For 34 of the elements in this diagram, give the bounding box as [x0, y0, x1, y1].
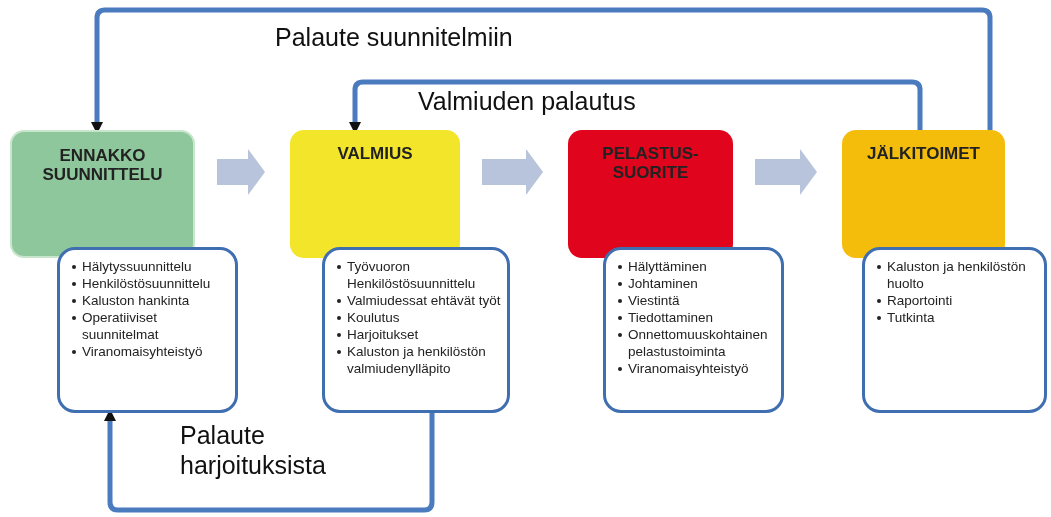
- phase-title: VALMIUS: [337, 144, 413, 163]
- list-item: Operatiiviset suunnitelmat: [82, 310, 159, 342]
- phase-box: [290, 130, 460, 258]
- list-item: Viestintä: [628, 293, 680, 308]
- phase-title: PELASTUS- SUORITE: [601, 144, 700, 182]
- chevron-arrow: [217, 149, 265, 195]
- list-item: Hälyttäminen: [628, 259, 707, 274]
- list-item: Harjoitukset: [347, 327, 419, 342]
- list-item: Työvuoron Henkilöstösuunnittelu: [347, 259, 476, 291]
- list-item: Johtaminen: [628, 276, 698, 291]
- task-list-box: [603, 247, 784, 413]
- list-item: Henkilöstösuunnittelu: [82, 276, 211, 291]
- list-item: Valmiudessat ehtävät työt: [347, 293, 501, 308]
- list-item: Hälytyssuunnittelu: [82, 259, 192, 274]
- list-item: Kaluston ja henkilöstön valmiudenylläpito: [347, 344, 486, 376]
- phase-box: [842, 130, 1005, 258]
- list-item: Kaluston ja henkilöstön huolto: [887, 259, 1026, 291]
- list-item: Kaluston hankinta: [82, 293, 190, 308]
- list-item: Tiedottaminen: [628, 310, 714, 325]
- chevron-arrow: [755, 149, 817, 195]
- list-item: Koulutus: [347, 310, 400, 325]
- task-list-box: [57, 247, 238, 413]
- chevron-arrow: [482, 149, 543, 195]
- list-item: Viranomaisyhteistyö: [82, 344, 203, 359]
- phase-title: ENNAKKO SUUNNITTELU: [41, 146, 164, 184]
- list-item: Raportointi: [887, 293, 953, 308]
- task-list-box: [322, 247, 510, 413]
- list-item: Onnettomuuskohtainen pelastustoiminta: [628, 327, 768, 359]
- task-list-box: [862, 247, 1047, 413]
- list-item: Viranomaisyhteistyö: [628, 361, 749, 376]
- list-item: Tutkinta: [887, 310, 935, 325]
- phase-box: [10, 130, 195, 258]
- phase-box: [568, 130, 733, 258]
- phase-title: JÄLKITOIMET: [867, 144, 980, 163]
